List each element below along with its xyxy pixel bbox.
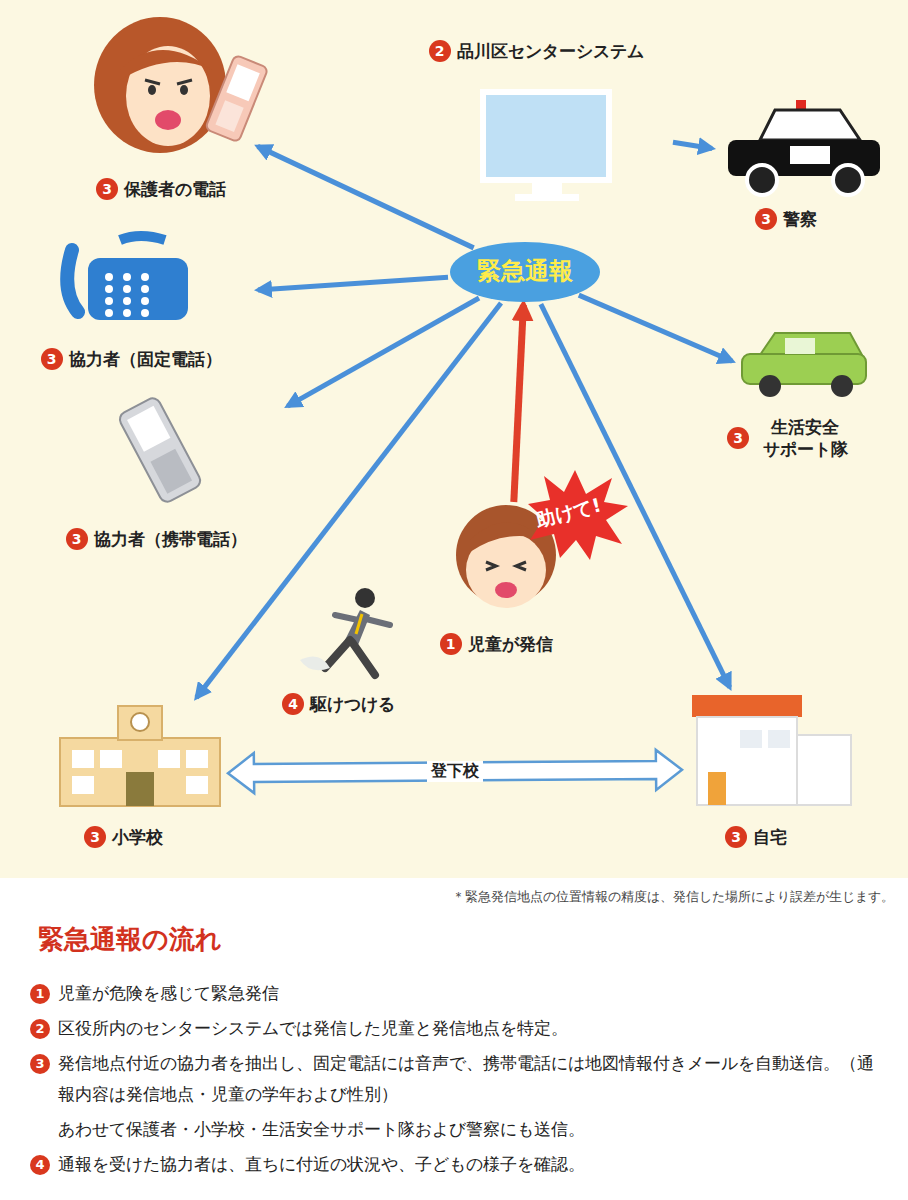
node-label: 駆けつける [310, 693, 395, 715]
node-box: 生活安全 サポート隊 [735, 325, 875, 460]
node-label-wrap: 小学校 [50, 826, 225, 848]
support-car [742, 333, 866, 397]
connector-arrow [258, 277, 448, 290]
police-car [728, 100, 880, 195]
connector-arrow [541, 304, 730, 687]
double-arrow [228, 750, 682, 793]
node-label-wrap: 協力者（携帯電話） [55, 528, 285, 550]
node-label: 児童が発信 [468, 633, 553, 655]
node-box: 保護者の電話 [95, 15, 255, 200]
node-label-wrap: 駆けつける [290, 693, 415, 715]
node-label-wrap: 緊急通報 [450, 256, 600, 287]
parent-face-icon [94, 17, 268, 153]
node-box: 警察 [715, 95, 885, 230]
connector-arrow [579, 295, 732, 361]
callout-number: 2 [429, 40, 451, 62]
arrow-line [541, 304, 730, 687]
node-label: 自宅 [753, 826, 787, 848]
callout-number: 3 [84, 826, 106, 848]
arrow-line [673, 142, 712, 148]
background [0, 0, 908, 878]
list-item: あわせて保護者・小学校・生活安全サポート隊および警察にも送信。 [58, 1114, 888, 1145]
node-label: 品川区センターシステム [457, 40, 644, 62]
connector-arrow [258, 146, 474, 248]
arrow-line [288, 298, 479, 406]
node-box: 協力者（固定電話） [35, 225, 255, 370]
connector-arrow [673, 142, 712, 148]
list-item: 区役所内のセンターシステムでは発信した児童と発信地点を特定。 [58, 1013, 888, 1044]
callout-number: 4 [282, 693, 304, 715]
landline-phone [67, 236, 188, 320]
mobile-phone [117, 396, 203, 505]
list-number: 1 [30, 984, 50, 1004]
section-title: 緊急通報の流れ [38, 922, 222, 957]
arrow-line [514, 305, 524, 502]
node-label-wrap: 協力者（固定電話） [35, 348, 255, 370]
node-label: 小学校 [112, 826, 163, 848]
runner-figure [300, 588, 390, 675]
node-box: 自宅 [685, 690, 855, 848]
node-box: 駆けつける [290, 585, 415, 715]
node-label-wrap: 警察 [715, 208, 885, 230]
list-number: 3 [30, 1054, 50, 1074]
arrow-line [196, 303, 501, 698]
node-label: 生活安全 サポート隊 [755, 416, 855, 460]
callout-number: 1 [440, 633, 462, 655]
connector-arrow [288, 298, 479, 406]
callout-number: 3 [96, 178, 118, 200]
node-label: 協力者（固定電話） [69, 348, 222, 370]
arrow-line [258, 277, 448, 290]
list-item: 通報を受けた協力者は、直ちに付近の状況や、子どもの様子を確認。 [58, 1149, 888, 1180]
computer-monitor [483, 92, 609, 201]
list-number: 2 [30, 1019, 50, 1039]
arrow-line [258, 146, 474, 248]
node-label: 協力者（携帯電話） [94, 528, 247, 550]
node-label: 緊急通報 [477, 256, 573, 287]
node-label-wrap: 保護者の電話 [95, 178, 255, 200]
connector-arrow [196, 303, 501, 698]
callout-number: 3 [755, 208, 777, 230]
callout-number: 3 [725, 826, 747, 848]
footnote: ＊緊急発信地点の位置情報の精度は、発信した場所により誤差が生じます。 [452, 888, 894, 906]
node-label: 警察 [783, 208, 817, 230]
ellipse-node: 緊急通報 [450, 242, 600, 302]
node-box: 協力者（携帯電話） [55, 395, 285, 550]
edge-label: 登下校 [427, 761, 483, 782]
house [692, 695, 851, 805]
connector-arrow [514, 305, 524, 502]
callout-number: 3 [727, 427, 749, 449]
node-label-wrap: 自宅 [685, 826, 855, 848]
school-building [60, 706, 220, 806]
help-burst [528, 470, 628, 560]
node-box: 品川区センターシステム [430, 40, 670, 205]
node-label-wrap: 品川区センターシステム [430, 40, 670, 62]
list-item: 発信地点付近の協力者を抽出し、固定電話には音声で、携帯電話には地図情報付きメール… [58, 1048, 888, 1110]
connector-arrow [228, 750, 682, 793]
list-item: 児童が危険を感じて緊急発信 [58, 978, 888, 1009]
callout-number: 3 [41, 348, 63, 370]
arrow-line [579, 295, 732, 361]
node-label: 保護者の電話 [124, 178, 226, 200]
node-label-wrap: 生活安全 サポート隊 [735, 416, 875, 460]
node-box: 小学校 [50, 700, 225, 848]
callout-number: 3 [66, 528, 88, 550]
list-number: 4 [30, 1155, 50, 1175]
